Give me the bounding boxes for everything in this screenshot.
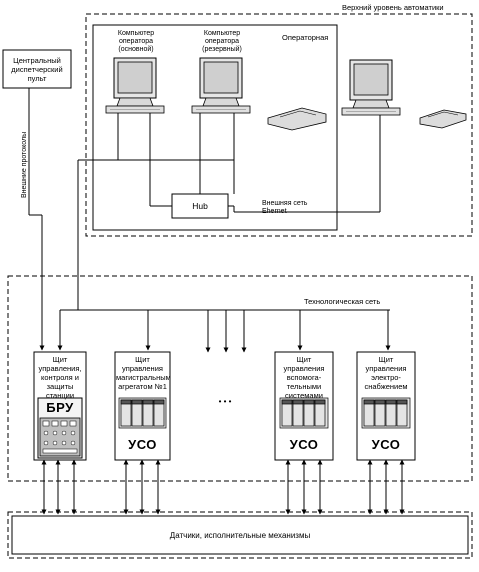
panel-aux-module: УСО bbox=[289, 437, 319, 452]
panel-power-title: Щит управления электро-снабжением bbox=[364, 355, 408, 391]
central-console-label: Центральный диспетчерский пульт bbox=[11, 56, 63, 83]
panel-station-title: Щит управления, контроля и защиты станци… bbox=[38, 355, 82, 400]
panel-aux-title: Щит управления вспомога-тельными система… bbox=[283, 355, 325, 400]
external-network-label: Внешняя сеть Ehernet bbox=[262, 200, 308, 215]
remote-printer-icon bbox=[419, 109, 467, 129]
sensors-outer-frame bbox=[7, 511, 473, 559]
central-console-box bbox=[2, 49, 72, 89]
operator-room-frame bbox=[92, 24, 338, 231]
computer-backup-label: Компьютер оператора (резервный) bbox=[202, 30, 242, 53]
lower-level-frame bbox=[7, 275, 473, 482]
computer-backup-icon bbox=[191, 57, 251, 114]
module-rack-1 bbox=[118, 397, 167, 429]
panel-power-module: УСО bbox=[371, 437, 401, 452]
bru-device bbox=[37, 397, 83, 459]
hub-label: Hub bbox=[192, 201, 208, 211]
remote-computer-icon bbox=[341, 59, 401, 116]
panels-ellipsis: • • • bbox=[218, 397, 232, 406]
printer-icon bbox=[267, 107, 327, 131]
panel-unit-module: УСО bbox=[128, 437, 157, 452]
upper-level-title: Верхний уровень автоматики bbox=[342, 3, 444, 12]
computer-main-label: Компьютер оператора (основной) bbox=[117, 30, 155, 53]
panel-station-unit: БРУ bbox=[46, 400, 74, 415]
module-rack-2 bbox=[279, 397, 329, 429]
computer-main-icon bbox=[105, 57, 165, 114]
sensors-label: Датчики, исполнительные механизмы bbox=[169, 531, 311, 540]
tech-network-label: Технологическая сеть bbox=[304, 297, 381, 306]
module-rack-3 bbox=[361, 397, 411, 429]
external-protocols-label: Внешние протоколы bbox=[21, 131, 28, 198]
upper-level-frame bbox=[85, 13, 473, 237]
sensors-box bbox=[11, 515, 469, 555]
panel-unit-title: Щит управления магистральным агрегатом №… bbox=[116, 355, 171, 391]
operator-room-label: Операторная bbox=[282, 33, 329, 42]
